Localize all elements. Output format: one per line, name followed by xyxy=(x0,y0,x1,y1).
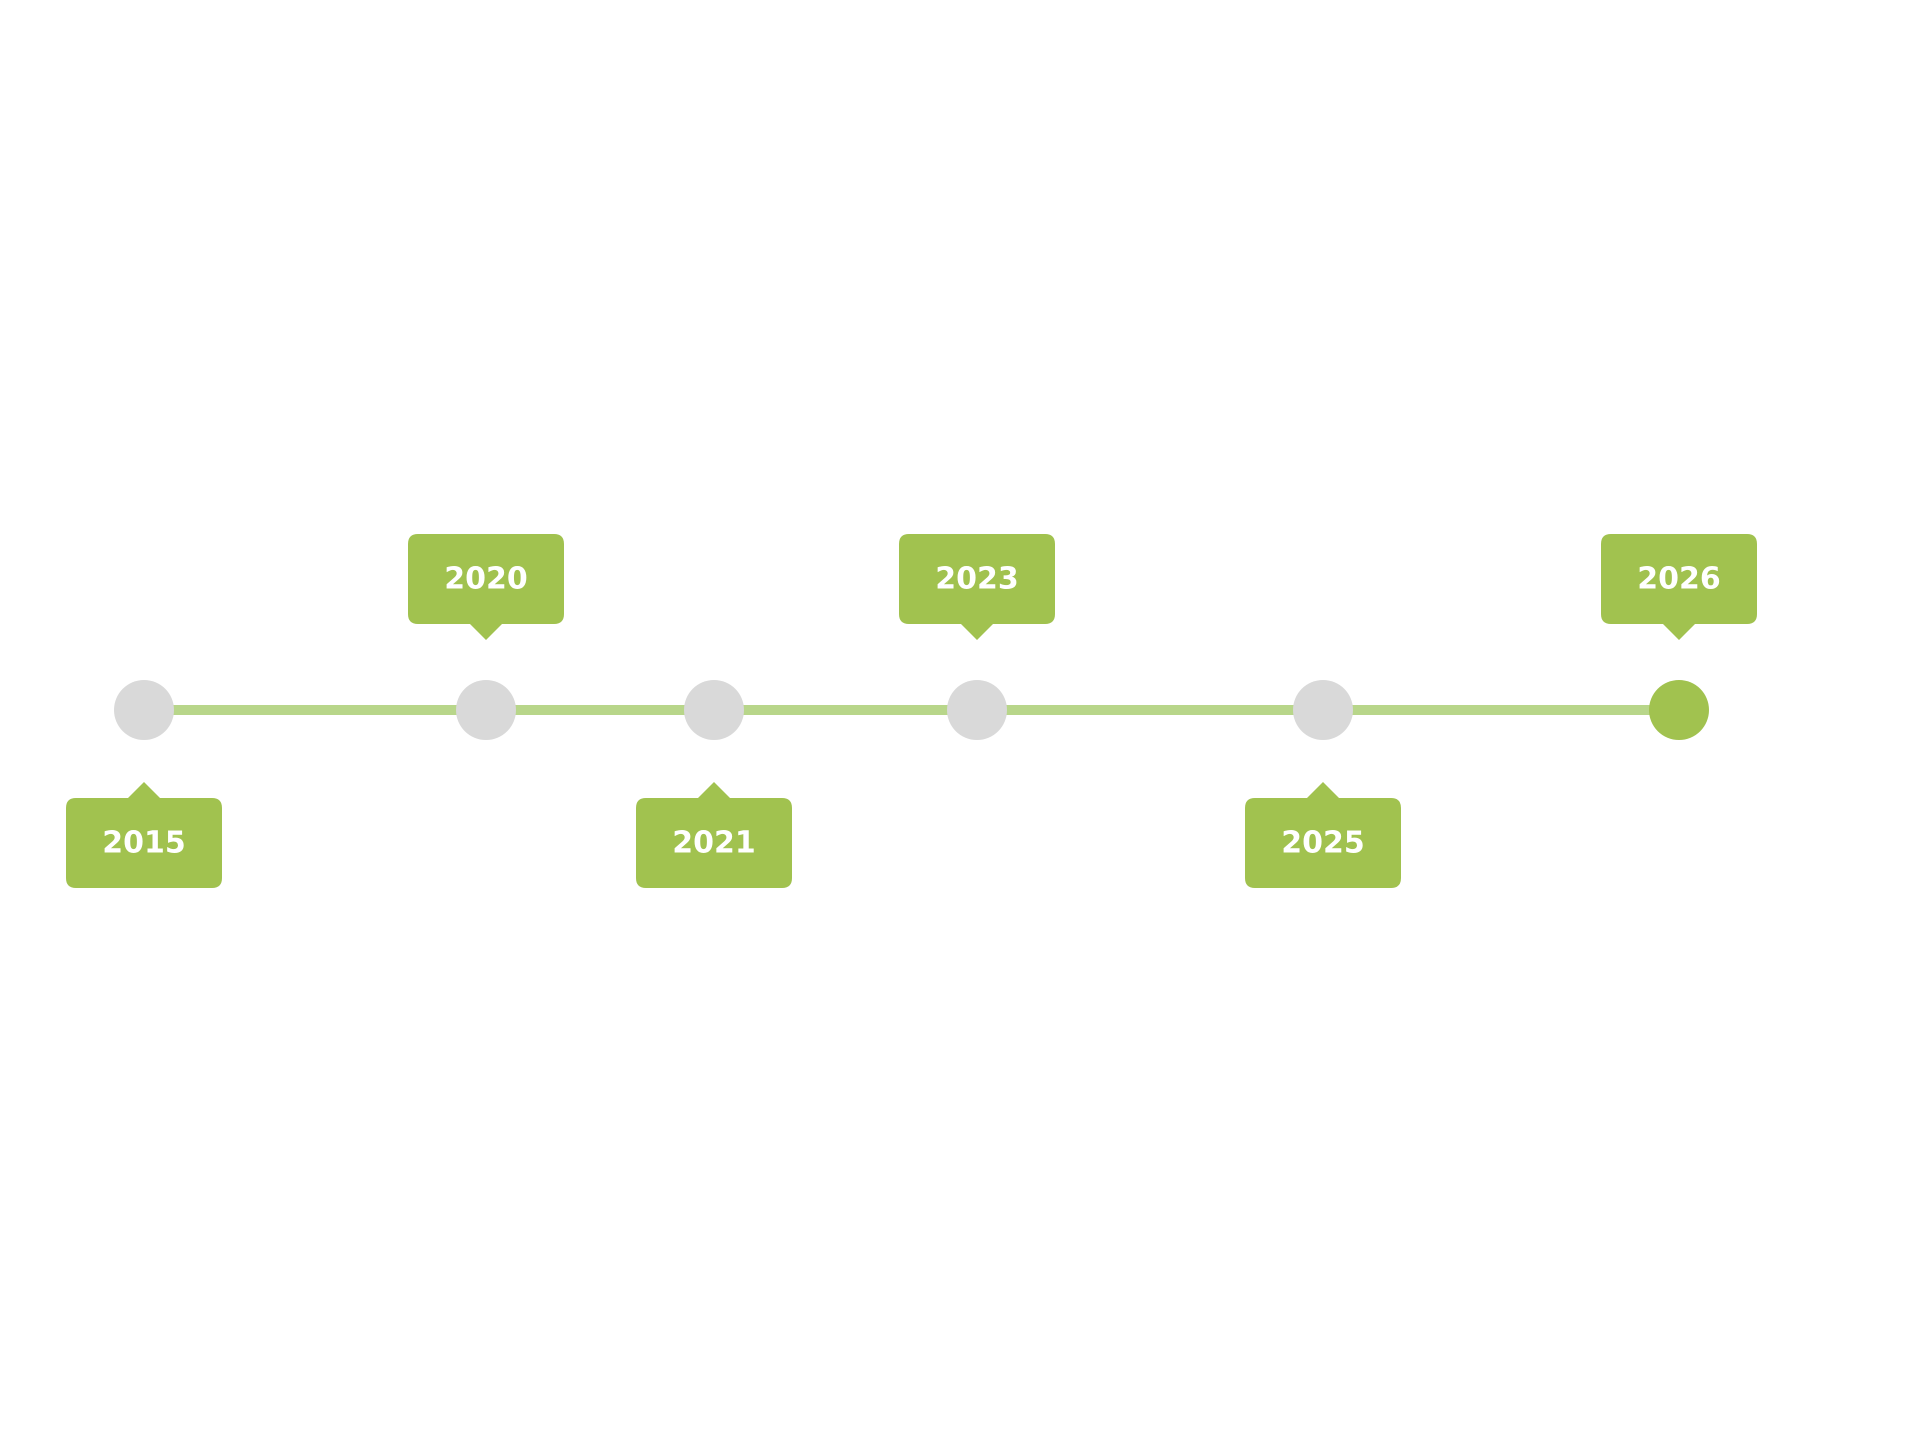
year-label: 2015 xyxy=(102,826,186,861)
year-callout-box xyxy=(1245,782,1401,888)
year-label: 2025 xyxy=(1281,826,1365,861)
milestone-nodes xyxy=(114,680,1709,740)
year-labels: 2015 2020 2021 2023 2025 2026 xyxy=(66,534,1757,888)
year-callout-2021: 2021 xyxy=(636,782,792,888)
year-callout-box xyxy=(66,782,222,888)
year-label: 2026 xyxy=(1637,562,1721,597)
milestone-node-2023 xyxy=(947,680,1007,740)
milestone-node-2025 xyxy=(1293,680,1353,740)
milestone-node-2026 xyxy=(1649,680,1709,740)
year-callout-box xyxy=(1601,534,1757,640)
milestone-node-2020 xyxy=(456,680,516,740)
year-callout-box xyxy=(899,534,1055,640)
year-label: 2020 xyxy=(444,562,528,597)
year-callout-box xyxy=(408,534,564,640)
year-callout-box xyxy=(636,782,792,888)
year-callout-2023: 2023 xyxy=(899,534,1055,640)
year-callout-2025: 2025 xyxy=(1245,782,1401,888)
year-label: 2023 xyxy=(935,562,1019,597)
year-callout-2020: 2020 xyxy=(408,534,564,640)
year-label: 2021 xyxy=(672,826,756,861)
year-callout-2015: 2015 xyxy=(66,782,222,888)
milestone-node-2015 xyxy=(114,680,174,740)
milestone-node-2021 xyxy=(684,680,744,740)
year-callout-2026: 2026 xyxy=(1601,534,1757,640)
